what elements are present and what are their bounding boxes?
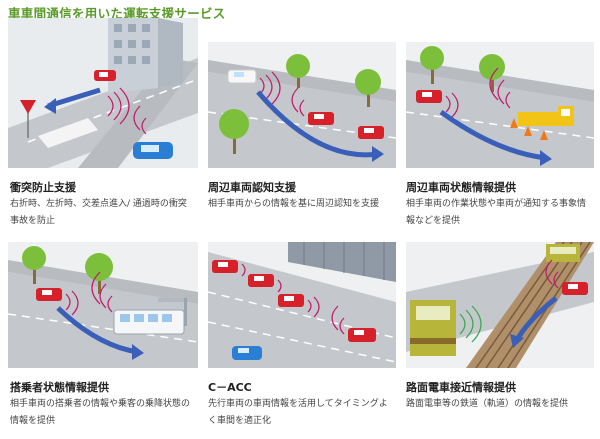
communication-wave (545, 259, 559, 289)
tram (546, 244, 580, 262)
tree (286, 54, 310, 88)
tree (479, 54, 505, 92)
panel-surrounding-recognition: 周辺車両認知支援 相手車両からの情報を基に周辺認知を支援 (208, 42, 396, 242)
communication-wave (259, 71, 305, 117)
blue-car (133, 142, 173, 159)
tree (22, 246, 46, 284)
panel-passenger-status-desc: 相手車両の搭乗者の情報や乗客の乗降状態の情報を提供 (10, 399, 191, 426)
tree (355, 69, 381, 107)
bus (113, 309, 185, 335)
panel-tram-approach-desc: 路面電車等の鉄道（軌道）の情報を提供 (406, 399, 569, 409)
traffic-cone-icon (510, 118, 548, 140)
bus-stop (158, 298, 188, 326)
communication-wave (445, 67, 511, 118)
communication-wave (107, 87, 147, 135)
c-acc-illustration (208, 242, 396, 368)
communication-wave (65, 271, 113, 316)
panel-collision-prevention-desc: 右折時、左折時、交差点進入/ 通過時の衝突事故を防止 (10, 199, 187, 226)
building (108, 18, 183, 93)
direction-arrow (256, 90, 379, 158)
passenger-status-illustration (8, 242, 198, 368)
page-title: 車車間通信を用いた運転支援サービス (8, 6, 226, 21)
panel-passenger-status-title: 搭乗者状態情報提供 (10, 381, 109, 394)
collision-prevention-illustration (8, 18, 198, 168)
white-car (227, 69, 257, 84)
communication-wave (459, 305, 482, 343)
red-car (36, 288, 62, 301)
blue-car (232, 346, 262, 360)
direction-arrow (56, 306, 139, 355)
red-car (348, 328, 376, 342)
stop-sign-icon (20, 100, 36, 138)
tram-approach-illustration (406, 242, 594, 368)
panel-c-acc-desc: 先行車両の車両情報を活用してタイミングよく車間を適正化 (208, 399, 388, 426)
panel-vehicle-status-desc: 相手車両の作業状態や車両が通知する事象情報などを提供 (406, 199, 587, 226)
yellow-truck (518, 106, 574, 126)
panel-surrounding-recognition-title: 周辺車両認知支援 (208, 181, 296, 194)
vehicle-status-illustration (406, 42, 594, 168)
panel-collision-prevention-title: 衝突防止支援 (10, 181, 76, 194)
tree (219, 109, 249, 154)
tree (420, 46, 444, 84)
red-car (308, 112, 334, 125)
red-car (248, 274, 274, 287)
red-car (94, 70, 116, 81)
panel-c-acc: C－ACC 先行車両の車両情報を活用してタイミングよく車間を適正化 (208, 242, 396, 438)
panel-vehicle-status-title: 周辺車両状態情報提供 (406, 181, 516, 194)
crosswalk (38, 118, 98, 148)
direction-arrow (47, 87, 101, 109)
sound-barrier (288, 242, 396, 282)
panel-c-acc-title: C－ACC (208, 381, 252, 394)
surrounding-recognition-illustration (208, 42, 396, 168)
communication-wave (241, 263, 345, 335)
panel-surrounding-recognition-desc: 相手車両からの情報を基に周辺認知を支援 (208, 199, 380, 209)
red-car (212, 260, 238, 273)
red-car (278, 294, 304, 307)
tree (85, 253, 113, 294)
panel-passenger-status: 搭乗者状態情報提供 相手車両の搭乗者の情報や乗客の乗降状態の情報を提供 (8, 242, 198, 438)
panel-tram-approach: 路面電車接近情報提供 路面電車等の鉄道（軌道）の情報を提供 (406, 242, 594, 438)
tram (410, 300, 456, 356)
red-car (416, 90, 442, 103)
red-car (358, 126, 384, 139)
direction-arrow (439, 109, 547, 161)
panel-collision-prevention: 衝突防止支援 右折時、左折時、交差点進入/ 通過時の衝突事故を防止 (8, 18, 198, 230)
panel-vehicle-status: 周辺車両状態情報提供 相手車両の作業状態や車両が通知する事象情報などを提供 (406, 42, 594, 242)
panel-tram-approach-title: 路面電車接近情報提供 (406, 381, 516, 394)
red-car (562, 282, 588, 295)
